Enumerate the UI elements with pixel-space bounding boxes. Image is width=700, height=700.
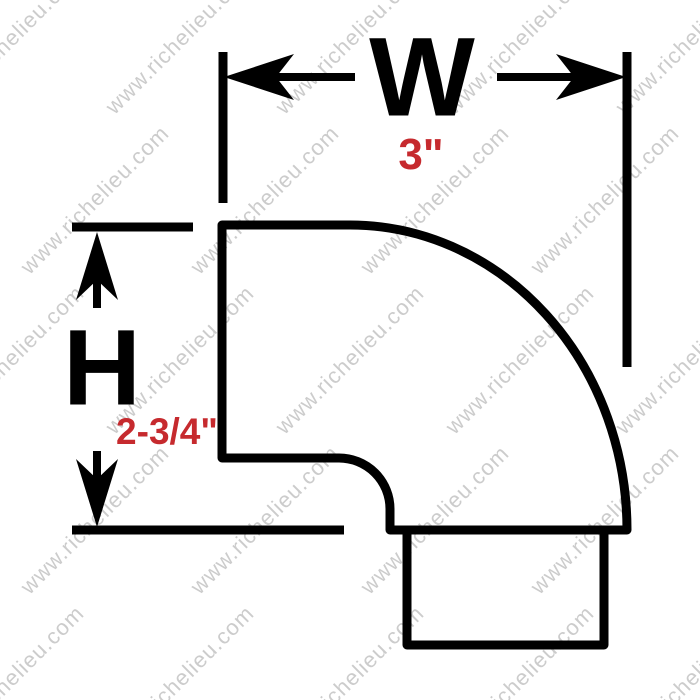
height-dimension-value: 2-3/4": [116, 411, 218, 453]
elbow-socket-stub: [402, 533, 609, 650]
h-dim-up-arrowhead: [76, 232, 118, 300]
width-dimension-value: 3": [398, 130, 444, 180]
w-dim-left-arrowhead: [224, 54, 294, 100]
elbow-body-outline: [217, 220, 632, 535]
h-dim-down-arrowhead: [76, 459, 118, 527]
width-dimension-label: W: [369, 14, 475, 140]
w-dim-right-arrowhead: [556, 54, 626, 100]
height-dimension-label: H: [63, 306, 141, 428]
